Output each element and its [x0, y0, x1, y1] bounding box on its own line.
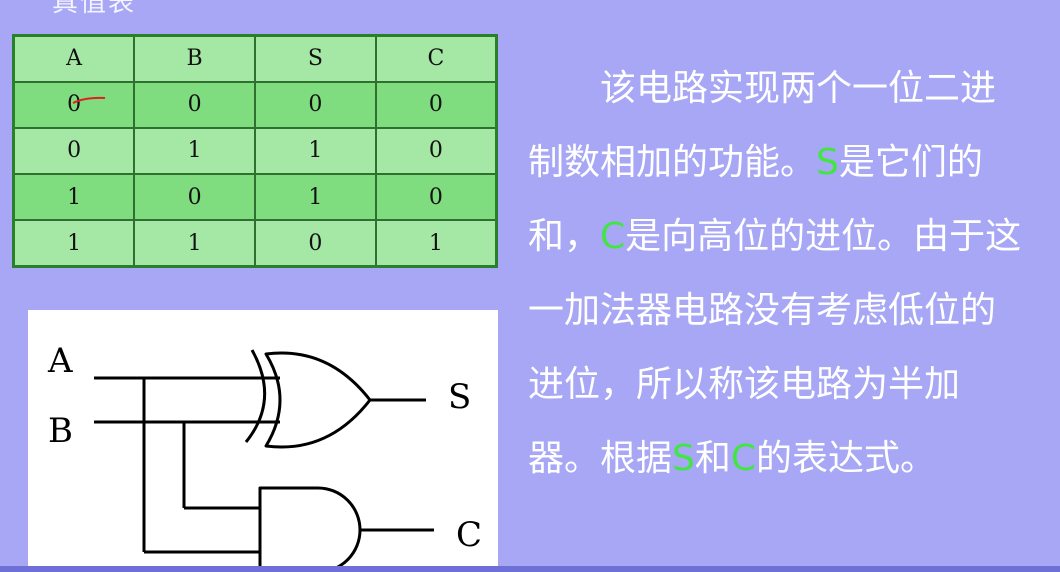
table-cell: 0 [374, 173, 498, 222]
header-c: C [374, 34, 498, 83]
header-b: B [133, 34, 256, 83]
xor-gate-back-curve [244, 349, 267, 443]
xor-gate [264, 351, 372, 449]
explanation-text: 该电路实现两个一位二进制数相加的功能。S是它们的和，C是向高位的进位。由于这一加… [528, 68, 1022, 479]
header-s: S [254, 34, 377, 83]
circuit-diagram: A B S C [28, 310, 498, 572]
header-a: A [12, 34, 136, 83]
table-row: 0 1 1 0 [12, 126, 498, 176]
table-cell: 1 [12, 173, 136, 222]
table-cell: 0 [133, 173, 256, 222]
truth-table: A B S C 0 0 0 0 0 1 1 0 1 0 1 0 1 1 0 1 [12, 34, 498, 268]
table-cell: 0 [254, 219, 377, 268]
highlight-s: S [816, 142, 839, 183]
table-cell: 0 [374, 80, 498, 129]
table-cell: 0 [374, 126, 498, 176]
table-cell: 1 [12, 219, 136, 268]
table-row: 0 0 0 0 [12, 80, 498, 129]
and-gate [258, 486, 362, 572]
label-c: C [456, 515, 482, 555]
table-cell: 0 [12, 126, 136, 176]
label-s: S [448, 377, 471, 417]
bottom-border [0, 566, 1060, 572]
highlight-s: S [672, 438, 695, 479]
highlight-c: C [600, 216, 626, 257]
table-cell: 1 [374, 219, 498, 268]
table-header-row: A B S C [12, 34, 498, 83]
table-cell: 1 [133, 219, 256, 268]
table-cell: 0 [12, 80, 136, 129]
table-row: 1 1 0 1 [12, 219, 498, 268]
highlight-c: C [730, 438, 757, 479]
table-cell: 1 [133, 126, 256, 176]
table-cell: 1 [254, 173, 377, 222]
table-cell: 1 [254, 126, 377, 176]
table-cell: 0 [254, 80, 377, 129]
label-b: B [48, 411, 73, 451]
table-row: 1 0 1 0 [12, 173, 498, 222]
table-cell: 0 [133, 80, 256, 129]
label-a: A [47, 341, 73, 381]
page-title: 真值表 [52, 0, 137, 18]
annotation-mark [72, 96, 106, 104]
